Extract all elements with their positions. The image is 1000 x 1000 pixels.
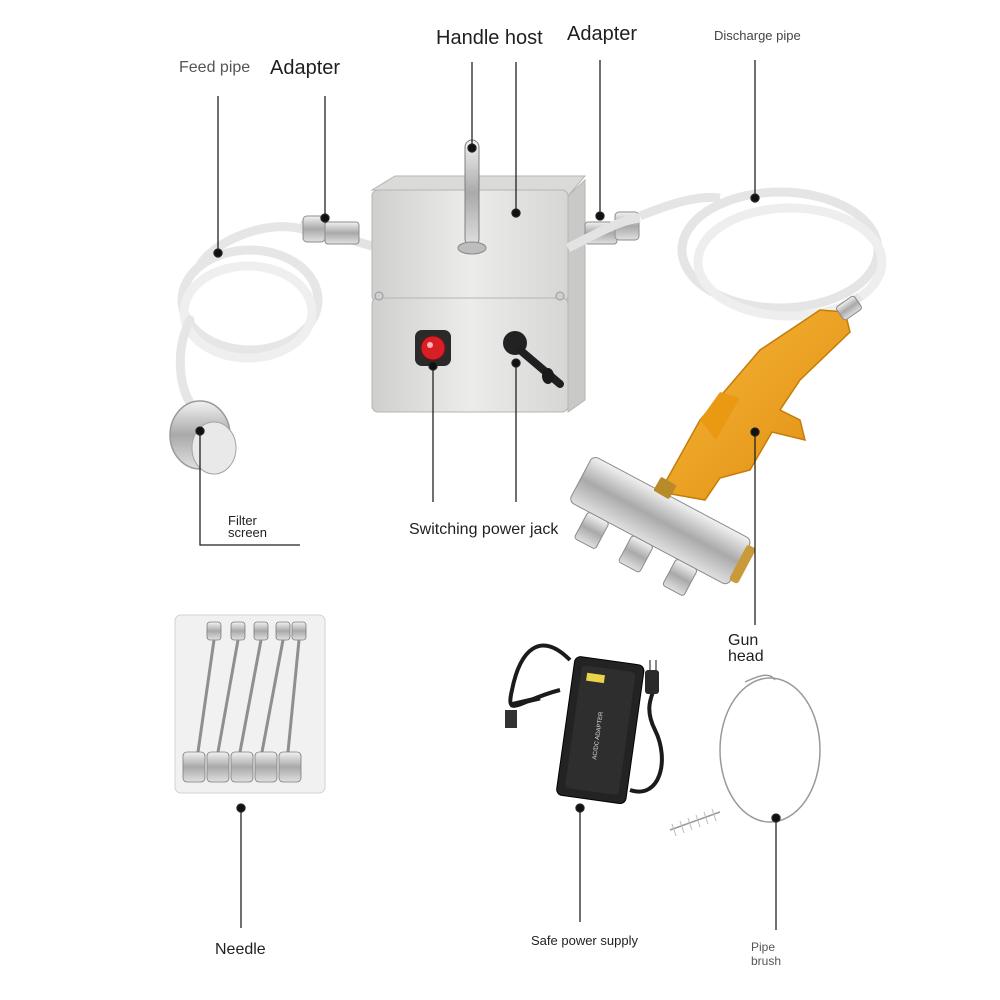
discharge-pipe-tube bbox=[565, 213, 641, 253]
pipe-brush-label-line2: brush bbox=[751, 953, 782, 968]
needle-label: Needle bbox=[215, 941, 266, 958]
safe-power-supply-label: Safe power supply bbox=[531, 933, 638, 948]
leader-lines bbox=[195, 60, 781, 930]
filter-screen-label-line1: Filter bbox=[228, 513, 257, 528]
gun-head-label: Gun head bbox=[728, 633, 764, 665]
gun-head-label-line2: head bbox=[728, 648, 764, 665]
pipe-brush-label: Pipe brush bbox=[751, 940, 782, 969]
gun-head-label-line1: Gun bbox=[728, 632, 759, 649]
needle-tray-shape bbox=[174, 614, 326, 794]
feed-pipe-label: Feed pipe bbox=[179, 59, 251, 76]
handle-host-label: Handle host bbox=[436, 27, 543, 49]
left-adapter-shape bbox=[302, 215, 360, 245]
filter-screen-label-line2: screen bbox=[228, 525, 268, 540]
adapter-left-label: Adapter bbox=[270, 57, 341, 79]
pipe-brush-label-line1: Pipe bbox=[751, 940, 776, 954]
power-supply-shape: AC/DC ADAPTER bbox=[505, 643, 664, 805]
switching-power-jack-label: Switching power jack bbox=[409, 521, 559, 538]
adapter-right-label: Adapter bbox=[567, 23, 638, 45]
filter-screen-label: Filter screen bbox=[228, 514, 267, 539]
feed-pipe-coil bbox=[175, 222, 323, 415]
gun-head-shape bbox=[570, 295, 862, 596]
pipe-brush-shape bbox=[669, 674, 821, 837]
discharge-pipe-coil bbox=[638, 187, 887, 321]
discharge-pipe-label: Discharge pipe bbox=[714, 28, 801, 43]
handle-host-box bbox=[370, 139, 587, 413]
filter-screen-shape bbox=[169, 400, 237, 475]
